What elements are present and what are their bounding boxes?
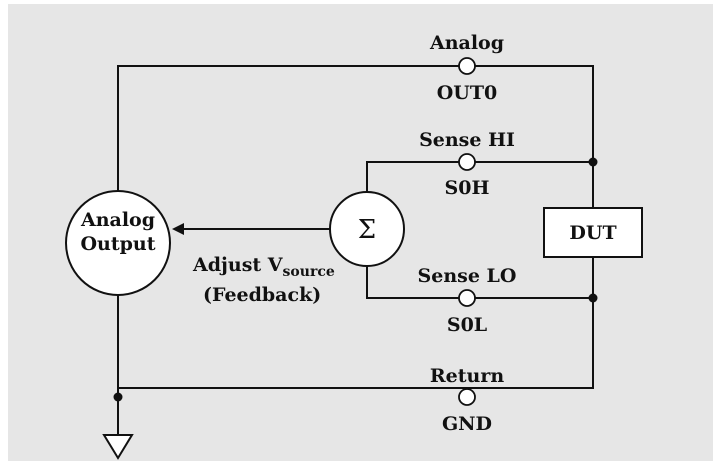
ground-symbol: [102, 434, 134, 460]
feedback-label-subscript: source: [283, 264, 335, 280]
analog-output-label-line1: Analog: [80, 209, 155, 231]
junction-dot-ground: [113, 392, 123, 402]
dut-label: DUT: [569, 222, 616, 244]
terminal-out0: [458, 57, 476, 75]
terminal-s0l: [458, 289, 476, 307]
sense-hi-wire: [366, 161, 593, 192]
analog-output-label-line2: Output: [80, 233, 155, 255]
feedback-label-line2: (Feedback): [203, 284, 321, 306]
terminal-s0h: [458, 153, 476, 171]
junction-dot-sense-hi: [588, 157, 598, 167]
analog-out-top-label: Analog: [429, 32, 504, 54]
dut-box: [543, 207, 643, 258]
sense-lo-top-label: Sense LO: [418, 265, 517, 287]
junction-dot-sense-lo: [588, 293, 598, 303]
feedback-label-main: Adjust V: [192, 254, 284, 276]
sense-hi-top-label: Sense HI: [419, 129, 515, 151]
sense-lo-bottom-label: S0L: [447, 314, 487, 336]
sense-hi-bottom-label: S0H: [445, 177, 490, 199]
analog-out-bottom-label: OUT0: [437, 82, 497, 104]
return-bottom-label: GND: [442, 413, 492, 435]
analog-output-circle: [65, 190, 171, 296]
terminal-gnd: [458, 388, 476, 406]
summing-junction: [329, 191, 405, 267]
feedback-label-line1: Adjust Vsource: [192, 254, 335, 280]
feedback-arrowhead: [172, 223, 184, 235]
return-top-label: Return: [430, 365, 504, 387]
sense-lo-wire: [366, 262, 593, 299]
sigma-symbol: Σ: [358, 215, 376, 245]
